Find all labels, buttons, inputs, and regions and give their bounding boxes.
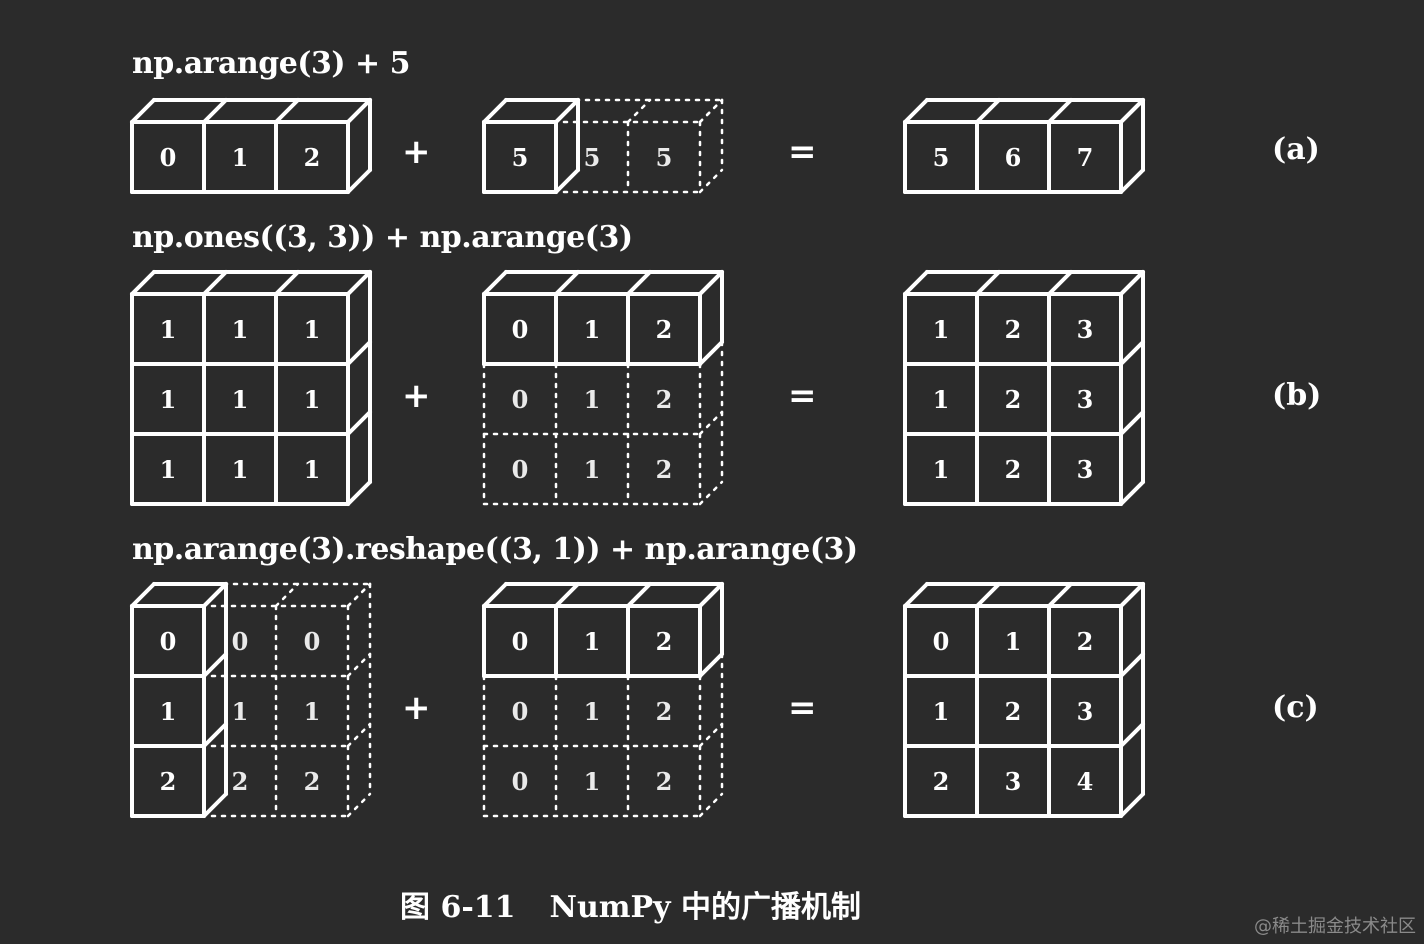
- panel-label-c: (c): [1272, 690, 1319, 725]
- array-b-result: 1 2 3 1 2 3 1 2 3: [903, 270, 1145, 506]
- svg-text:2: 2: [232, 767, 249, 796]
- svg-text:2: 2: [656, 627, 673, 656]
- svg-text:2: 2: [1005, 385, 1022, 414]
- array-a-right: 5 5 5: [482, 98, 724, 194]
- svg-text:3: 3: [1077, 697, 1094, 726]
- array-c-result: 0 1 2 1 2 3 2 3 4: [903, 582, 1145, 818]
- svg-text:0: 0: [304, 627, 321, 656]
- array-b-left: 1 1 1 1 1 1 1 1 1: [130, 270, 372, 506]
- svg-text:2: 2: [656, 767, 673, 796]
- svg-text:6: 6: [1005, 143, 1022, 172]
- array-c-right: 0 1 2 0 1 2 0 1 2: [482, 582, 724, 818]
- panel-label-b: (b): [1272, 378, 1322, 413]
- svg-text:5: 5: [584, 143, 601, 172]
- svg-text:2: 2: [304, 143, 321, 172]
- svg-text:1: 1: [933, 385, 950, 414]
- svg-text:1: 1: [933, 697, 950, 726]
- svg-text:2: 2: [160, 767, 177, 796]
- svg-text:2: 2: [304, 767, 321, 796]
- svg-text:2: 2: [1077, 627, 1094, 656]
- svg-text:2: 2: [656, 315, 673, 344]
- svg-text:5: 5: [933, 143, 950, 172]
- equals-operator-b: =: [788, 376, 817, 416]
- svg-text:0: 0: [160, 143, 177, 172]
- svg-text:5: 5: [512, 143, 529, 172]
- svg-text:1: 1: [304, 455, 321, 484]
- svg-text:0: 0: [512, 455, 529, 484]
- svg-text:1: 1: [232, 385, 249, 414]
- svg-text:1: 1: [304, 385, 321, 414]
- svg-text:0: 0: [512, 385, 529, 414]
- svg-text:0: 0: [160, 627, 177, 656]
- svg-text:3: 3: [1005, 767, 1022, 796]
- caption-number: 图 6-11: [400, 890, 516, 925]
- svg-text:1: 1: [304, 315, 321, 344]
- svg-text:0: 0: [512, 627, 529, 656]
- svg-text:1: 1: [160, 455, 177, 484]
- svg-text:1: 1: [584, 627, 601, 656]
- svg-text:1: 1: [232, 143, 249, 172]
- panel-label-a: (a): [1272, 132, 1320, 167]
- figure-caption: 图 6-11 NumPy 中的广播机制: [400, 882, 895, 926]
- plus-operator-c: +: [402, 688, 431, 728]
- expression-c: np.arange(3).reshape((3, 1)) + np.arange…: [132, 532, 858, 567]
- svg-text:0: 0: [512, 315, 529, 344]
- plus-operator-b: +: [402, 376, 431, 416]
- watermark: @稀土掘金技术社区: [1254, 916, 1416, 937]
- svg-text:1: 1: [933, 315, 950, 344]
- plus-operator-a: +: [402, 132, 431, 172]
- svg-text:3: 3: [1077, 455, 1094, 484]
- svg-text:0: 0: [512, 767, 529, 796]
- svg-text:1: 1: [1005, 627, 1022, 656]
- expression-b: np.ones((3, 3)) + np.arange(3): [132, 220, 633, 255]
- svg-text:2: 2: [933, 767, 950, 796]
- svg-text:2: 2: [656, 455, 673, 484]
- svg-text:1: 1: [160, 697, 177, 726]
- equals-operator-a: =: [788, 132, 817, 172]
- svg-text:4: 4: [1077, 767, 1094, 796]
- equals-operator-c: =: [788, 688, 817, 728]
- svg-text:1: 1: [584, 385, 601, 414]
- svg-text:1: 1: [160, 385, 177, 414]
- svg-text:1: 1: [584, 455, 601, 484]
- array-c-left: 0 0 1 1 2 2 0 1 2: [130, 582, 372, 818]
- svg-text:3: 3: [1077, 385, 1094, 414]
- svg-text:7: 7: [1077, 143, 1094, 172]
- array-b-right: 0 1 2 0 1 2 0 1 2: [482, 270, 724, 506]
- expression-a: np.arange(3) + 5: [132, 46, 410, 81]
- svg-text:2: 2: [1005, 697, 1022, 726]
- svg-text:1: 1: [232, 697, 249, 726]
- svg-text:0: 0: [933, 627, 950, 656]
- svg-text:1: 1: [232, 315, 249, 344]
- svg-text:0: 0: [232, 627, 249, 656]
- svg-text:1: 1: [584, 697, 601, 726]
- svg-text:3: 3: [1077, 315, 1094, 344]
- svg-text:0: 0: [512, 697, 529, 726]
- svg-text:1: 1: [584, 767, 601, 796]
- svg-text:2: 2: [1005, 315, 1022, 344]
- array-a-left: 0 1 2: [130, 98, 372, 194]
- svg-text:2: 2: [1005, 455, 1022, 484]
- svg-text:2: 2: [656, 697, 673, 726]
- svg-text:1: 1: [304, 697, 321, 726]
- svg-text:1: 1: [160, 315, 177, 344]
- svg-text:1: 1: [933, 455, 950, 484]
- svg-text:5: 5: [656, 143, 673, 172]
- svg-text:2: 2: [656, 385, 673, 414]
- caption-title: NumPy 中的广播机制: [549, 890, 861, 925]
- svg-text:1: 1: [584, 315, 601, 344]
- array-a-result: 5 6 7: [903, 98, 1145, 194]
- svg-text:1: 1: [232, 455, 249, 484]
